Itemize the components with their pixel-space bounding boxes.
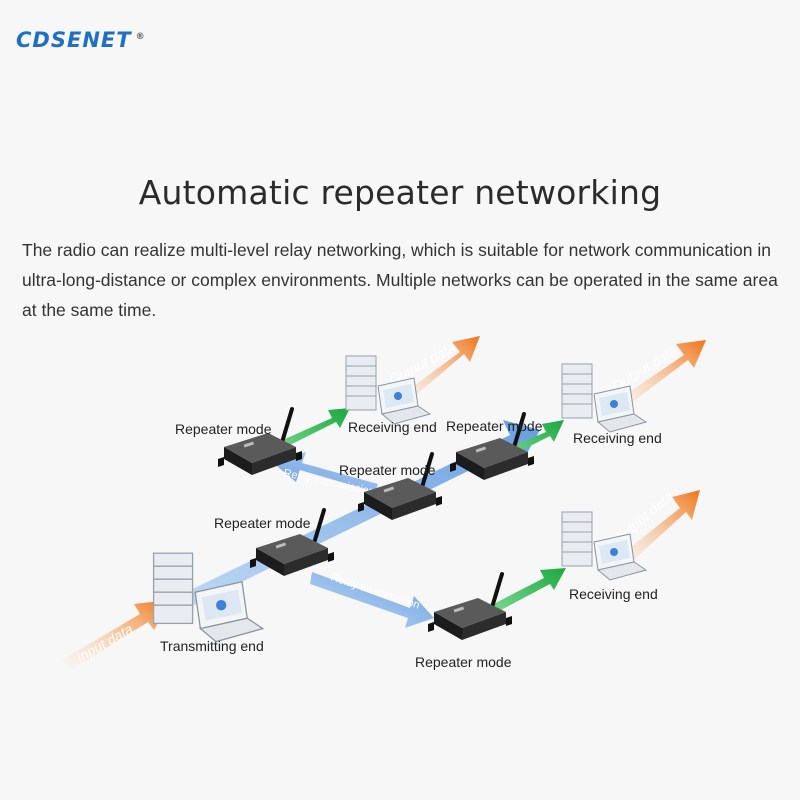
- receiving-end-label-1: Receiving end: [348, 419, 437, 435]
- relay-arrow-back: [272, 452, 378, 492]
- output-arrow-3: [478, 568, 566, 620]
- relay-arrows: [170, 420, 540, 628]
- input-data-label: Input data: [74, 620, 136, 665]
- repeater-label-top-right: Repeater mode: [446, 418, 543, 434]
- output-data-arrow-3: [612, 490, 700, 574]
- repeater-label-top-left: Repeater mode: [175, 421, 272, 437]
- page-title: Automatic repeater networking: [138, 173, 662, 212]
- output-data-arrow-2: [610, 340, 706, 416]
- description-text: The radio can realize multi-level relay …: [22, 240, 778, 320]
- registered-mark: ®: [135, 32, 146, 42]
- relay-arrow-main: [170, 420, 540, 614]
- relay-arrow-down: [310, 572, 434, 628]
- repeater-label-bottom: Repeater mode: [415, 654, 512, 670]
- logo-text: CDSENET: [16, 28, 132, 52]
- repeater-label-center: Repeater mode: [339, 462, 436, 478]
- receiving-end-label-3: Receiving end: [569, 586, 658, 602]
- transmitting-end-label: Transmitting end: [160, 638, 264, 654]
- receiving-end-label-2: Receiving end: [573, 430, 662, 446]
- input-data-arrow: [62, 600, 170, 672]
- brand-logo: CDSENET®: [16, 28, 146, 52]
- repeater-label-left: Repeater mode: [214, 515, 311, 531]
